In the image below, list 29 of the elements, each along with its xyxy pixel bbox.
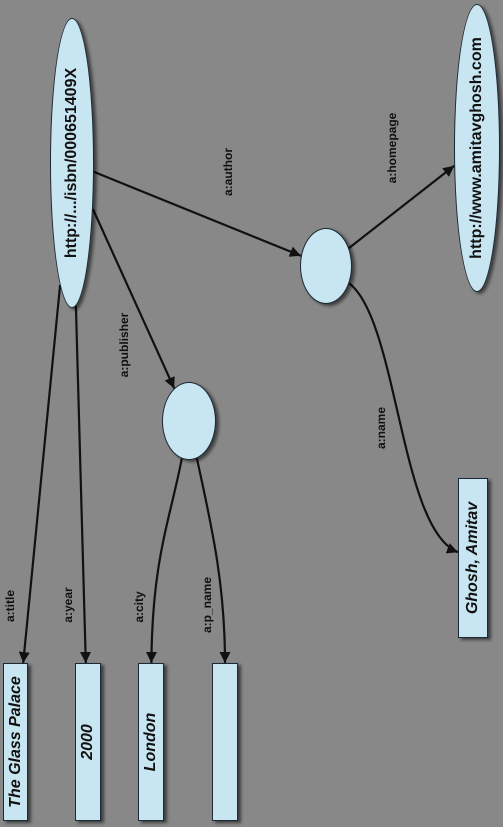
edge-label: a:publisher (117, 312, 131, 378)
arrow (348, 282, 459, 554)
edge-label: a:city (132, 591, 146, 623)
node-text: http://www.amitavghosh.com (468, 37, 486, 259)
edge-label: a:title (3, 590, 17, 622)
arrow (74, 306, 91, 664)
arrow (196, 458, 230, 664)
edge-label: a:name (374, 406, 388, 450)
arrow (146, 458, 183, 664)
node-text: 2000 (79, 724, 97, 760)
edge-label: a:author (221, 148, 235, 196)
literal-box (75, 663, 101, 821)
node-text: http://.../isbn/000651409X (63, 68, 81, 258)
edge-label: a:p_name (200, 576, 214, 634)
arrow (94, 170, 302, 257)
arrow (92, 208, 176, 389)
blank-node-ellipse (162, 382, 216, 460)
arrow (18, 284, 62, 664)
blank-node-ellipse (300, 228, 352, 304)
literal-box (3, 663, 28, 821)
literal-box (138, 663, 164, 821)
literal-box (212, 663, 238, 821)
node-text: Ghosh, Amitav (464, 502, 482, 614)
literal-box (458, 478, 488, 638)
edge-label: a:homepage (385, 112, 399, 184)
arrow (348, 164, 455, 249)
edge-label: a:year (61, 587, 75, 623)
node-text: London (142, 712, 160, 772)
node-text: The Glass Palace (6, 676, 24, 808)
